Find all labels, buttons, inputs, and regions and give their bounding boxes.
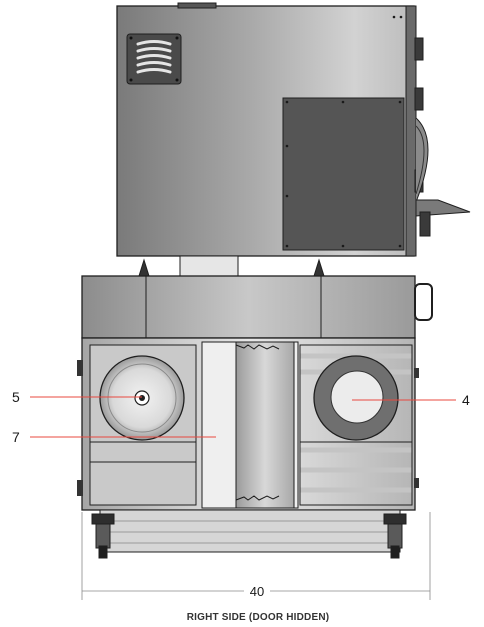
width-dimension-value: 40 <box>250 584 264 599</box>
right-caster <box>383 513 407 559</box>
center-duct <box>201 341 299 509</box>
vent-grille <box>126 33 182 85</box>
callout-label-5: 5 <box>12 389 20 405</box>
width-dimension: 40 <box>81 512 431 600</box>
callout-5: 5 <box>12 389 142 405</box>
left-fan-wheel <box>99 355 185 441</box>
callout-label-7: 7 <box>12 429 20 445</box>
mount-connectors <box>138 255 325 277</box>
base-rails <box>99 509 401 553</box>
callout-label-4: 4 <box>462 392 470 408</box>
access-panel <box>282 97 405 251</box>
callout-7: 7 <box>12 429 216 445</box>
top-unit-lid <box>177 2 217 9</box>
right-fan-wheel <box>313 355 399 441</box>
side-handle <box>414 283 433 321</box>
right-fan-housing <box>299 344 413 506</box>
top-unit <box>116 2 471 257</box>
middle-band <box>81 275 433 339</box>
side-hardware <box>405 5 471 257</box>
left-caster <box>91 513 115 559</box>
callout-4: 4 <box>352 392 470 408</box>
view-caption: RIGHT SIDE (DOOR HIDDEN) <box>187 612 330 623</box>
